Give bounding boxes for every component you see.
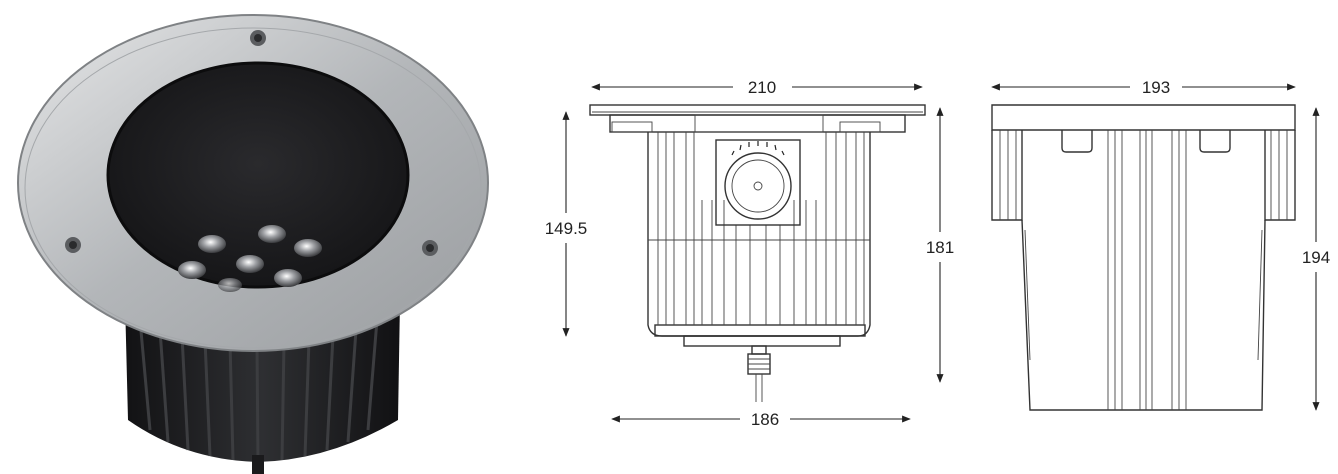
screw-icon [422,240,438,256]
inner-height-label: 149.5 [545,219,588,238]
led-icon [258,225,286,243]
dimension-width-186: 186 [611,410,911,429]
screw-icon [250,30,266,46]
led-icon [294,239,322,257]
dimension-width-210: 210 [591,78,923,97]
product-photo [17,14,489,474]
dimension-height-181: 181 [926,107,954,383]
led-array [178,225,322,292]
width-label: 210 [748,78,776,97]
led-icon [218,278,242,292]
tilt-dial [715,139,801,226]
side-view-drawing: 193 194 [991,78,1330,411]
dimension-height-194: 194 [1302,107,1330,411]
total-height-label: 181 [926,238,954,257]
led-icon [178,261,206,279]
led-icon [198,235,226,253]
led-icon [274,269,302,287]
screw-icon [65,237,81,253]
base-width-label: 186 [751,410,779,429]
side-width-label: 193 [1142,78,1170,97]
side-height-label: 194 [1302,248,1330,267]
dimension-width-193: 193 [991,78,1296,97]
front-view-drawing: 210 149.5 181 186 [545,78,954,429]
lens-window [108,63,408,287]
cable-gland [747,345,771,402]
led-icon [236,255,264,273]
dimension-height-149-5: 149.5 [545,111,588,337]
